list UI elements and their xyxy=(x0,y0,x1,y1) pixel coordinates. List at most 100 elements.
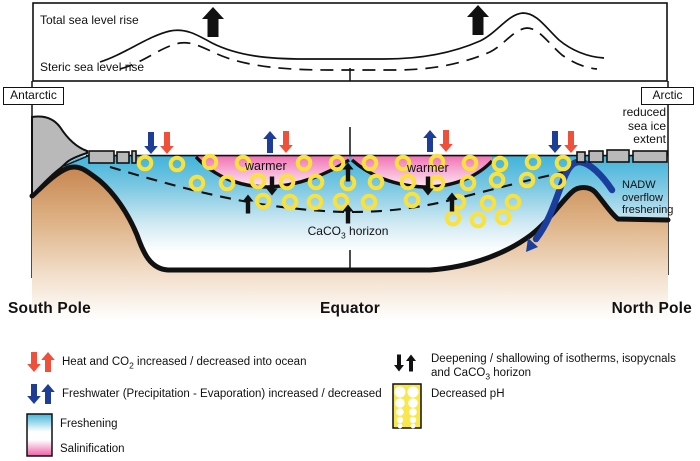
down-arrow xyxy=(144,132,158,154)
south-pole-label: South Pole xyxy=(8,300,91,317)
decreased-ph-circle xyxy=(281,193,299,211)
up-arrow xyxy=(202,7,224,37)
up-arrow xyxy=(242,194,254,214)
up-arrow xyxy=(406,354,416,372)
caco3-horizon-label: CaCO3 horizon xyxy=(307,224,389,241)
legend-decreased-ph-label: Decreased pH xyxy=(431,388,505,400)
legend-freshening-label: Freshening xyxy=(60,418,118,430)
decreased-ph-circle xyxy=(234,154,252,172)
decreased-ph-circle xyxy=(524,153,542,171)
up-arrow xyxy=(342,162,354,182)
sea-ice-south xyxy=(88,150,137,164)
decreased-ph-circle xyxy=(332,192,350,210)
decreased-ph-circle xyxy=(479,194,497,212)
steric-sea-level-label: Steric sea level rise xyxy=(40,60,145,74)
legend-arrow-glyphs xyxy=(27,352,416,404)
decreased-ph-circle xyxy=(254,192,272,210)
down-arrow xyxy=(422,176,434,196)
legend-deepening-label: Deepening / shallowing of isotherms, iso… xyxy=(431,353,676,382)
decreased-ph-circle xyxy=(278,173,296,191)
decreased-ph-circle xyxy=(306,193,324,211)
sea-surface-line xyxy=(63,155,89,167)
legend-ph-circle xyxy=(395,398,405,408)
decreased-ph-circle xyxy=(249,172,267,190)
antarctic-ice-sheet xyxy=(31,115,88,198)
nadw-label: NADW overflow freshening xyxy=(622,179,674,216)
isotherm-curve-south xyxy=(194,155,350,189)
decreased-ph-circle xyxy=(549,172,567,190)
decreased-ph-circle xyxy=(459,174,477,192)
sea-ice-north xyxy=(576,149,668,163)
decreased-ph-circle xyxy=(295,154,313,172)
freshening-gradient-box xyxy=(26,413,53,457)
decreased-ph-circle xyxy=(504,193,522,211)
decreased-ph-circle xyxy=(403,191,421,209)
decreased-ph-circle xyxy=(399,173,417,191)
warmer-label-south: warmer xyxy=(245,159,287,173)
up-arrow xyxy=(342,204,354,224)
antarctic-label: Antarctic xyxy=(3,87,64,105)
decreased-ph-circle xyxy=(428,153,446,171)
decreased-ph-circle xyxy=(360,193,378,211)
down-arrow xyxy=(160,132,174,154)
legend-ph-circle xyxy=(396,408,404,416)
up-arrow xyxy=(446,192,458,212)
decreased-ph-circle xyxy=(201,153,219,171)
down-arrow xyxy=(266,176,278,196)
decreased-ph-circle xyxy=(444,209,462,227)
equator-label: Equator xyxy=(320,300,380,317)
sea-level-panel xyxy=(32,2,668,82)
flux-and-iso-arrows xyxy=(144,5,578,224)
decreased-ph-circle xyxy=(218,174,236,192)
up-arrow xyxy=(41,352,55,372)
down-arrow xyxy=(27,384,41,404)
decreased-ph-circle xyxy=(491,155,509,173)
legend-ph-circle xyxy=(409,408,417,416)
down-arrow xyxy=(548,131,562,153)
decreased-ph-circle xyxy=(328,154,346,172)
down-arrow xyxy=(27,352,41,372)
legend-ph-circle xyxy=(407,386,419,398)
decreased-ph-circle xyxy=(168,155,186,173)
decreased-ph-box-circles xyxy=(394,386,419,429)
reduced-sea-ice-label: reduced sea ice extent xyxy=(622,105,666,146)
up-arrow xyxy=(41,384,55,404)
total-sea-level-label: Total sea level rise xyxy=(40,13,139,27)
decreased-ph-circle xyxy=(469,211,487,229)
arctic-label: Arctic xyxy=(641,87,694,105)
legend-salinification-label: Salinification xyxy=(60,443,125,455)
down-arrow xyxy=(279,131,293,153)
up-arrow xyxy=(423,130,437,152)
decreased-ph-circle xyxy=(367,173,385,191)
decreased-ph-circle xyxy=(488,171,506,189)
legend-ph-circle xyxy=(396,416,404,424)
up-arrow xyxy=(263,131,277,153)
decreased-ph-circles xyxy=(136,153,572,229)
legend-freshwater-label: Freshwater (Precipitation - Evaporation)… xyxy=(62,388,382,400)
caco3-horizon-curve xyxy=(109,165,575,214)
legend-ph-circle xyxy=(409,416,417,424)
legend-ph-circle xyxy=(410,423,416,429)
total-sea-level-curve xyxy=(99,12,605,63)
isotherm-curve-north xyxy=(350,158,494,189)
up-arrow xyxy=(467,5,489,35)
decreased-ph-circle xyxy=(518,171,536,189)
decreased-ph-circle xyxy=(307,173,325,191)
decreased-ph-circle xyxy=(461,154,479,172)
down-arrow xyxy=(394,354,404,372)
seafloor-sediment xyxy=(32,166,668,322)
decreased-ph-circle xyxy=(494,208,512,226)
down-arrow xyxy=(439,130,453,152)
decreased-ph-circle xyxy=(394,154,412,172)
north-pole-label: North Pole xyxy=(611,300,692,317)
legend-ph-circle xyxy=(397,423,403,429)
down-arrow xyxy=(564,131,578,153)
legend-ph-circle xyxy=(408,398,418,408)
legend-ph-circle xyxy=(394,386,406,398)
steric-sea-level-curve xyxy=(119,27,598,71)
ocean-fill xyxy=(60,155,668,270)
seafloor-line xyxy=(29,164,671,273)
decreased-ph-circle xyxy=(188,174,206,192)
